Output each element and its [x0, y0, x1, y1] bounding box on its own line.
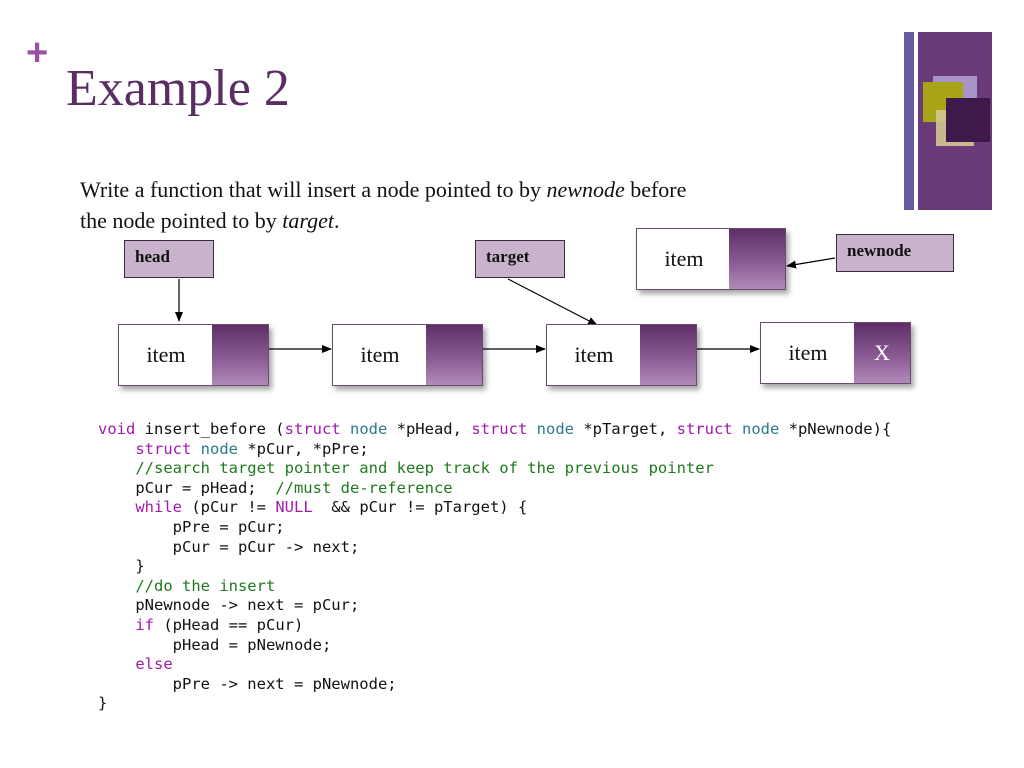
code-token: node	[349, 420, 388, 438]
code-token: *pCur, *pPre;	[238, 439, 369, 458]
code-token: if	[135, 615, 154, 634]
intro-newnode-emphasis: newnode	[546, 177, 625, 202]
code-token: while	[135, 498, 182, 517]
code-token	[98, 577, 135, 595]
code-token	[191, 440, 200, 458]
code-token: pPre = pCur;	[98, 517, 285, 536]
list-node-1: item	[118, 324, 269, 386]
node-next-field	[212, 325, 268, 385]
decorative-squares-graphic	[904, 32, 992, 210]
code-token: *pHead,	[387, 420, 472, 438]
code-token: struct	[135, 439, 192, 458]
code-token: //must de-reference	[275, 478, 453, 497]
code-token: (pCur !=	[182, 498, 276, 517]
code-line: //do the insert	[98, 577, 891, 597]
code-token	[98, 459, 135, 477]
target-pointer-box: target	[475, 240, 565, 278]
code-token	[98, 655, 135, 673]
new-node-item-label: item	[664, 246, 704, 271]
code-token: }	[98, 694, 108, 713]
target-to-node3-arrow	[507, 278, 598, 326]
node-next-field	[426, 325, 482, 385]
code-token: pCur = pCur -> next;	[98, 537, 360, 556]
code-line: }	[98, 557, 891, 577]
code-token: pCur = pHead;	[98, 478, 276, 497]
code-token: && pCur != pTarget) {	[312, 498, 528, 517]
code-token: node	[536, 420, 574, 438]
code-line: if (pHead == pCur)	[98, 616, 891, 636]
new-node: item	[636, 228, 786, 290]
code-line: pPre -> next = pNewnode;	[98, 675, 891, 695]
code-token: struct	[284, 420, 341, 438]
code-token: insert_before (	[135, 420, 285, 438]
node-item-label: item	[146, 342, 186, 367]
code-token	[341, 420, 350, 438]
code-token: pHead = pNewnode;	[98, 635, 332, 654]
list-node-4: item X	[760, 322, 911, 384]
code-token: node	[741, 420, 780, 438]
code-line: pPre = pCur;	[98, 518, 891, 538]
code-line: while (pCur != NULL && pCur != pTarget) …	[98, 498, 891, 518]
code-token: NULL	[275, 498, 313, 517]
intro-line-1-suffix: before	[624, 177, 687, 202]
new-node-next-field	[729, 229, 785, 289]
node-next-field	[640, 325, 696, 385]
intro-line-2-text: the node pointed to by	[80, 208, 283, 233]
code-token: //do the insert	[135, 576, 276, 595]
code-token: pPre -> next = pNewnode;	[98, 674, 397, 693]
intro-target-emphasis: target	[282, 208, 334, 233]
code-token: }	[98, 557, 145, 576]
slide-title: Example 2	[66, 60, 290, 117]
code-token	[98, 498, 135, 516]
code-line: else	[98, 655, 891, 675]
list-node-3: item	[546, 324, 697, 386]
code-line: }	[98, 694, 891, 714]
code-token: else	[135, 655, 173, 674]
node-null-field: X	[854, 323, 910, 383]
code-token: //search target pointer and keep track o…	[135, 459, 714, 478]
node-item-label: item	[574, 342, 614, 367]
node-item-label: item	[360, 342, 400, 367]
slide-plus-marker: +	[26, 32, 49, 74]
newnode-ptr-arrow	[786, 257, 836, 269]
code-token	[98, 440, 135, 458]
intro-line-2-suffix: .	[333, 208, 340, 233]
code-line: //search target pointer and keep track o…	[98, 459, 891, 479]
intro-text: Write a function that will insert a node…	[80, 174, 900, 236]
intro-line-1-text: Write a function that will insert a node…	[80, 177, 547, 202]
code-token: struct	[471, 420, 528, 438]
head-pointer-box: head	[124, 240, 214, 278]
node-item-label: item	[788, 340, 828, 365]
code-token: *pTarget,	[573, 420, 677, 438]
code-line: void insert_before (struct node *pHead, …	[98, 420, 891, 440]
code-line: pCur = pCur -> next;	[98, 538, 891, 558]
code-token: node	[200, 439, 238, 458]
code-token: (pHead == pCur)	[154, 615, 304, 634]
code-token: *pNewnode){	[779, 420, 892, 438]
intro-line-1: Write a function that will insert a node…	[80, 174, 900, 205]
code-block: void insert_before (struct node *pHead, …	[98, 420, 891, 714]
code-token	[733, 420, 742, 438]
code-token: pNewnode -> next = pCur;	[98, 596, 360, 615]
intro-line-2: the node pointed to by target.	[80, 205, 900, 236]
newnode-pointer-box: newnode	[836, 234, 954, 272]
list-node-2: item	[332, 324, 483, 386]
code-token	[527, 420, 536, 438]
code-token: void	[98, 420, 136, 438]
code-line: pHead = pNewnode;	[98, 636, 891, 656]
code-line: pNewnode -> next = pCur;	[98, 596, 891, 616]
code-line: struct node *pCur, *pPre;	[98, 440, 891, 460]
code-line: pCur = pHead; //must de-reference	[98, 479, 891, 499]
code-token: struct	[676, 420, 733, 438]
code-token	[98, 616, 135, 634]
